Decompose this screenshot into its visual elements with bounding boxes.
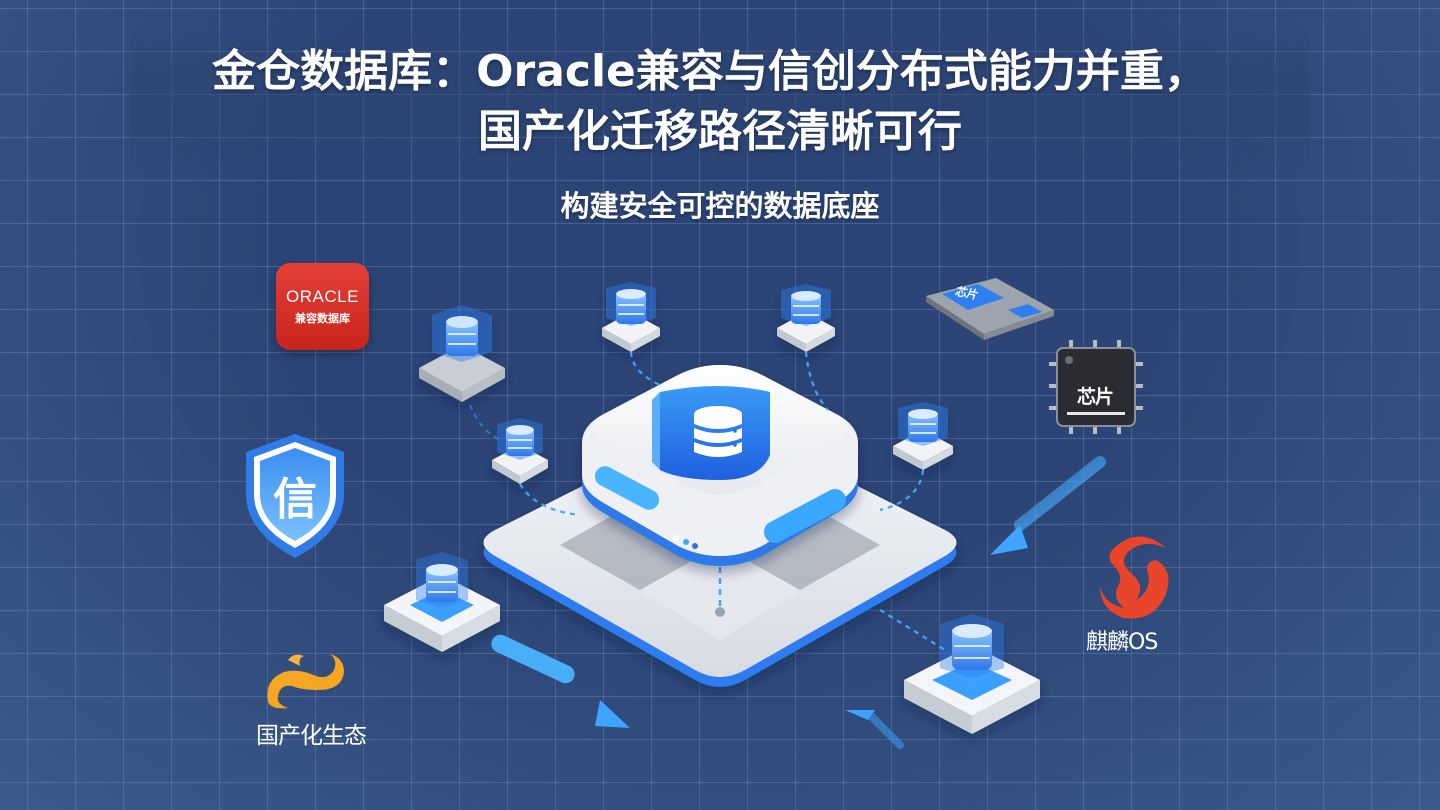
security-shield-icon: 信: [246, 434, 344, 558]
db-node-mid-left: [492, 418, 548, 484]
page-title-line-2: 国产化迁移路径清晰可行: [478, 106, 962, 157]
db-node-bottom-right: [904, 614, 1040, 734]
kylin-os-logo-icon: [1100, 536, 1169, 619]
db-node-top-left: [419, 305, 505, 402]
phoenix-logo-icon: [267, 654, 344, 709]
db-node-top-right: [777, 284, 835, 352]
db-node-top-center: [602, 282, 660, 352]
domestic-ecosystem-label: 国产化生态: [256, 723, 367, 749]
connection-lines: [468, 351, 946, 651]
title-band: [130, 28, 1310, 168]
page-title-line-1: 金仓数据库：Oracle兼容与信创分布式能力并重，: [212, 46, 1208, 97]
circuit-board-icon: [926, 278, 1054, 340]
oracle-compatible-badge: ORACLE 兼容数据库: [276, 263, 369, 350]
db-node-bottom-left: [384, 552, 500, 652]
shield-glyph: 信: [273, 474, 317, 525]
db-node-mid-right: [893, 402, 953, 470]
oracle-tag: 兼容数据库: [295, 312, 350, 325]
page-subtitle: 构建安全可控的数据底座: [560, 189, 880, 223]
kylin-os-label: 麒麟OS: [1086, 630, 1158, 655]
central-database-server: [582, 365, 858, 566]
oracle-brand: ORACLE: [286, 287, 359, 306]
chip-label: 芯片: [1076, 386, 1114, 408]
database-icon: [694, 406, 742, 457]
cpu-chip-icon: [1049, 340, 1143, 434]
migration-arrows: [491, 456, 1106, 749]
